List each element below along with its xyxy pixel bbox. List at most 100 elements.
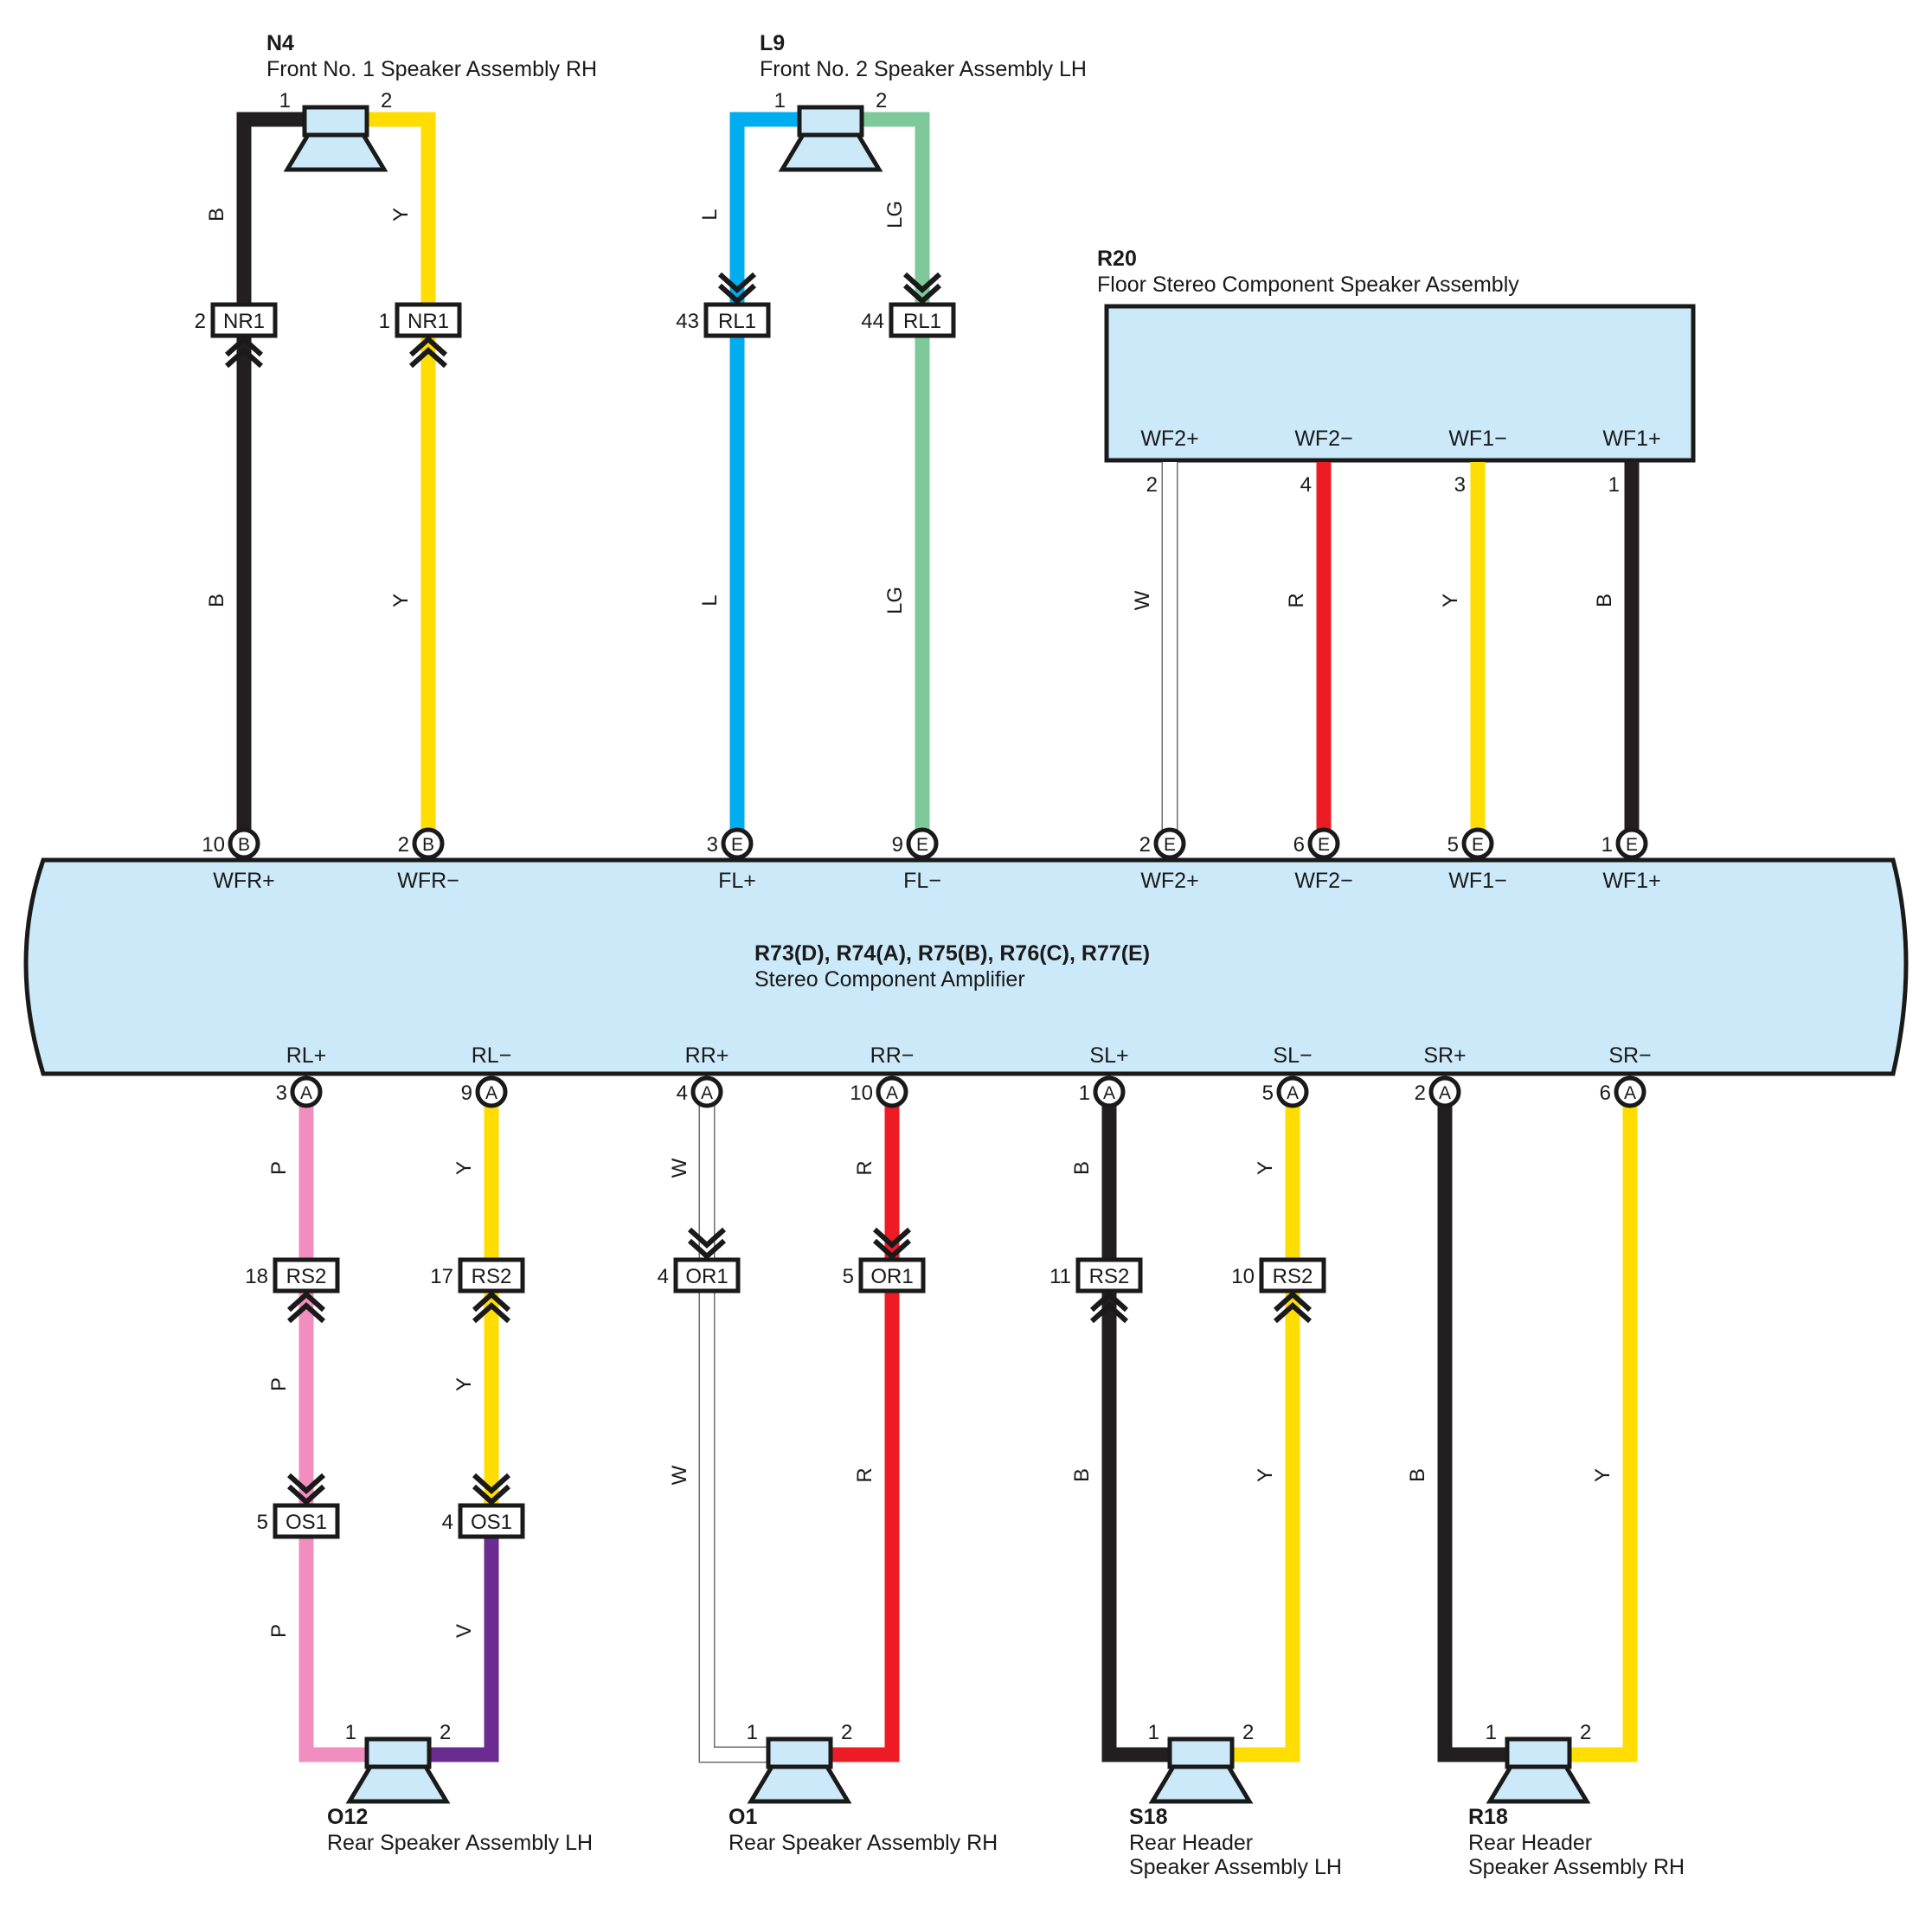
conn-rln-rs2-box-pin: 17 <box>430 1265 453 1288</box>
conn-rrn-or1-box-pin: 5 <box>843 1265 854 1288</box>
conn-rrn-or1-box-label: OR1 <box>870 1265 913 1288</box>
conn-wfrp-box <box>210 302 278 338</box>
conn-rlp-os1-box-pin: 5 <box>257 1511 268 1534</box>
color-label-wfrn-lower: Y <box>389 594 413 607</box>
speaker-l9-magnet <box>797 105 864 138</box>
conn-rln-rs2-box-label: RS2 <box>472 1265 512 1288</box>
r20-code: R20 <box>1097 247 1137 271</box>
signal-rrp: RR+ <box>685 1043 729 1068</box>
amp-conn-rrp-pin: 4 <box>677 1082 688 1105</box>
speaker-o1-code: O1 <box>729 1805 757 1829</box>
speaker-o12-code: O12 <box>327 1805 368 1829</box>
wire-sln <box>1227 1106 1300 1762</box>
conn-rlp-os1-chevron-2 <box>286 1473 326 1495</box>
wires-layer <box>236 112 1640 1763</box>
r20-box <box>1104 304 1696 463</box>
conn-slp-rs2-chevron-2 <box>1089 1301 1129 1324</box>
color-label-wf2p: W <box>1131 590 1154 610</box>
speaker-r18-pin1: 1 <box>1486 1721 1497 1744</box>
conn-fln-box-label: RL1 <box>903 310 941 333</box>
signal-flp: FL+ <box>718 869 756 893</box>
speaker-n4-cone <box>283 132 388 172</box>
wire-srn <box>1564 1106 1638 1762</box>
color-label-rlp-1: P <box>267 1161 291 1175</box>
conn-rrp-or1-box-label: OR1 <box>685 1265 728 1288</box>
color-label-rrn-lower: R <box>853 1467 876 1482</box>
speaker-o1-cone <box>747 1764 852 1804</box>
amp-conn-wf2n-pin: 6 <box>1293 833 1305 857</box>
r20-pin-wf2p: 2 <box>1146 473 1158 497</box>
amplifier: R73(D), R74(A), R75(B), R76(C), R77(E) S… <box>23 857 1909 1076</box>
color-label-wfrn-upper: Y <box>389 208 413 221</box>
amp-conn-wf2p-circle <box>1153 827 1186 860</box>
speaker-r18-name1: Rear Header <box>1468 1831 1592 1855</box>
r20-pin-wf2n: 4 <box>1300 473 1312 497</box>
signal-wfrn: WFR− <box>397 869 459 893</box>
speaker-l9-pin1: 1 <box>774 89 786 112</box>
color-label-slp-lower: B <box>1070 1468 1094 1482</box>
marks-layer <box>210 105 1648 1804</box>
amp-conn-wfrp-pin: 10 <box>202 833 225 857</box>
wire-wfrp <box>236 112 318 830</box>
r20-terminal-wf1n: WF1− <box>1448 427 1506 451</box>
signal-rlp: RL+ <box>286 1043 327 1068</box>
conn-slp-rs2-box-label: RS2 <box>1089 1265 1130 1288</box>
amp-conn-wf1p-pin: 1 <box>1601 833 1613 857</box>
conn-rln-os1-box <box>458 1503 525 1539</box>
conn-wfrn-chevron-2 <box>408 346 448 369</box>
conn-sln-rs2-box-pin: 10 <box>1231 1265 1255 1288</box>
signal-fln: FL− <box>903 869 941 893</box>
color-label-sln-upper: Y <box>1254 1161 1277 1175</box>
amp-conn-srn-pin: 6 <box>1600 1082 1611 1105</box>
conn-sln-rs2-box-label: RS2 <box>1273 1265 1313 1288</box>
color-label-rrp-upper: W <box>668 1158 691 1178</box>
conn-wfrp-box-pin: 2 <box>195 310 206 333</box>
amp-conn-rlp-circle <box>290 1075 323 1108</box>
conn-rlp-rs2-chevron-1 <box>286 1290 326 1313</box>
speaker-o12-pin2: 2 <box>440 1721 451 1744</box>
speaker-r18-name2: Speaker Assembly RH <box>1468 1855 1685 1879</box>
color-label-flp-upper: L <box>698 209 722 220</box>
conn-sln-rs2-chevron-2 <box>1273 1301 1313 1324</box>
amp-conn-rrn-pin: 10 <box>850 1082 873 1105</box>
color-label-wfrp-lower: B <box>205 594 228 607</box>
amp-conn-wfrn-circle <box>412 827 445 860</box>
amp-conn-srp-circle <box>1428 1075 1461 1108</box>
color-label-srp: B <box>1406 1468 1429 1482</box>
conn-fln-chevron-1 <box>902 283 942 305</box>
amp-conn-srp-letter: A <box>1439 1083 1451 1103</box>
color-label-rln-3: V <box>453 1624 476 1638</box>
conn-wfrn-box-label: NR1 <box>408 310 449 333</box>
conn-rrn-or1-chevron-1 <box>872 1238 912 1261</box>
speaker-s18-cone <box>1148 1764 1254 1804</box>
wire-wfrn <box>353 112 436 830</box>
speaker-o1-pin2: 2 <box>841 1721 852 1744</box>
r20-pin-wf1n: 3 <box>1454 473 1466 497</box>
r20-terminal-wf1p: WF1+ <box>1602 427 1660 451</box>
amp-conn-wf1n-circle <box>1461 827 1494 860</box>
signal-wfrp: WFR+ <box>213 869 275 893</box>
signal-wf2n: WF2− <box>1294 869 1352 893</box>
signal-rln: RL− <box>472 1043 512 1068</box>
speaker-s18-pin1: 1 <box>1148 1721 1159 1744</box>
color-label-wf1n: Y <box>1439 594 1462 607</box>
amp-conn-wf1n-pin: 5 <box>1447 833 1459 857</box>
color-label-wf2n: R <box>1285 593 1308 607</box>
conn-rln-rs2-chevron-2 <box>472 1301 511 1324</box>
conn-rrn-or1-chevron-2 <box>872 1227 912 1249</box>
speaker-l9-name: Front No. 2 Speaker Assembly LH <box>760 57 1087 81</box>
conn-wfrp-chevron-2 <box>224 346 264 369</box>
speaker-o1-magnet <box>766 1736 833 1769</box>
speaker-l9-cone <box>778 132 883 172</box>
conn-rlp-os1-box-label: OS1 <box>286 1511 327 1534</box>
amp-conn-rlp-pin: 3 <box>276 1082 287 1105</box>
amp-conn-rrn-letter: A <box>886 1083 898 1103</box>
speaker-n4-pin1: 1 <box>279 89 291 112</box>
conn-rln-os1-chevron-1 <box>472 1484 511 1506</box>
color-label-rln-2: Y <box>453 1377 476 1391</box>
signal-slp: SL+ <box>1089 1043 1128 1068</box>
conn-rln-rs2-box <box>458 1257 525 1294</box>
color-label-rlp-3: P <box>267 1624 291 1638</box>
